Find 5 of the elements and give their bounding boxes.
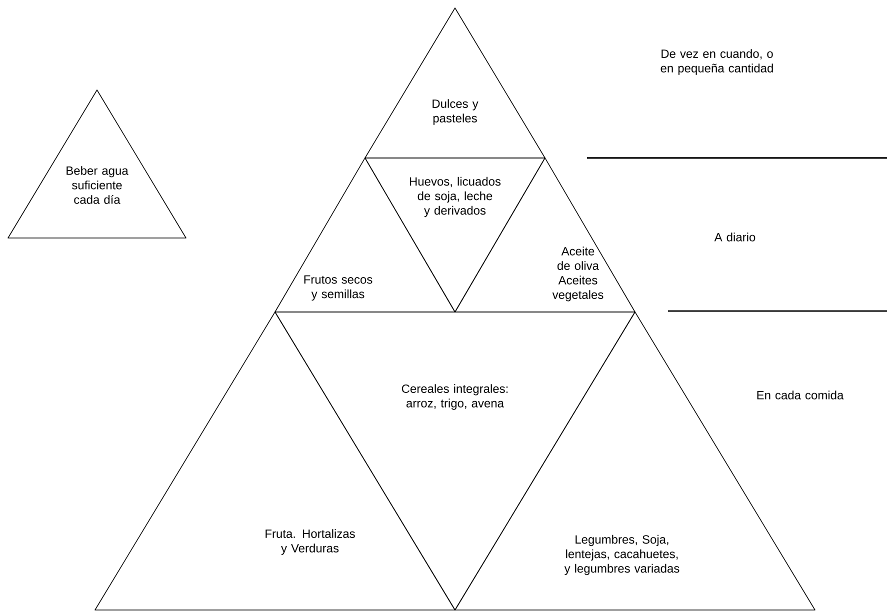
- triangle: Beber agua suficiente cada día: [8, 90, 186, 238]
- level-label: De vez en cuando, o en pequeña cantidad: [660, 49, 773, 75]
- level-label: A diario: [714, 232, 756, 242]
- triangle: Dulces y pasteles: [364, 8, 546, 158]
- level-label: En cada comida: [757, 390, 844, 400]
